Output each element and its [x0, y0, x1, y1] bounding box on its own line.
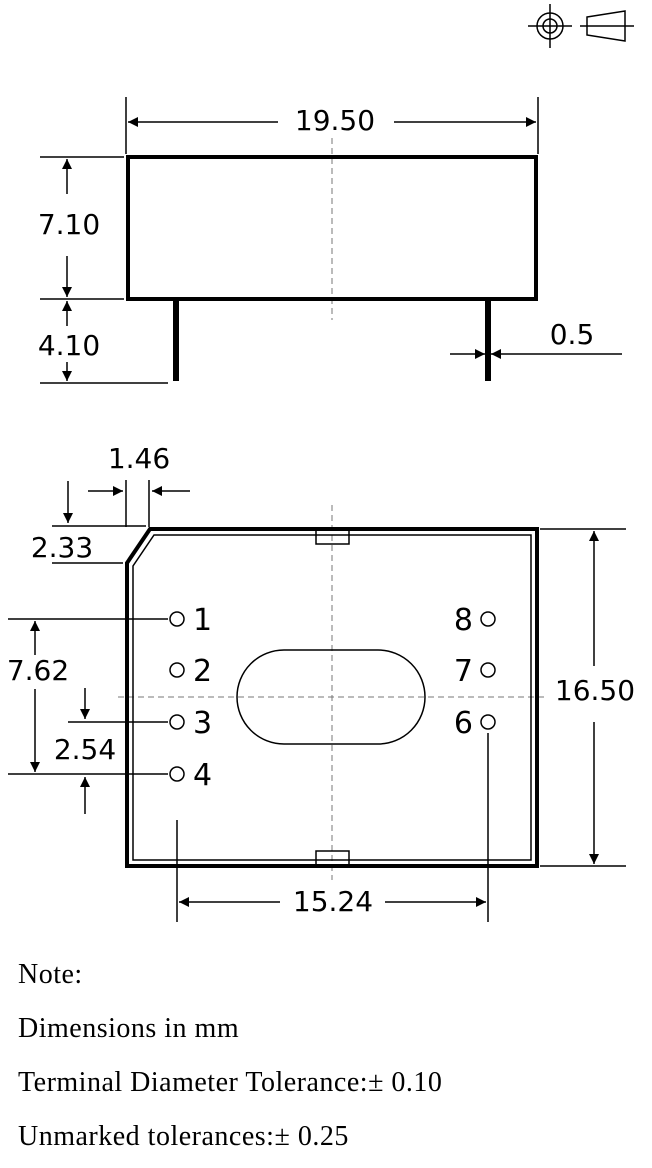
technical-drawing: 19.50 7.10 4.10 0.5 1 2 3 4 — [7, 4, 635, 922]
bottom-view: 1 2 3 4 8 7 6 1.46 2.33 7.62 2.54 — [7, 442, 635, 922]
pin-label-2: 2 — [193, 654, 212, 689]
pin-6 — [480, 714, 496, 730]
pin-7 — [480, 662, 496, 678]
pin-3 — [169, 714, 185, 730]
dim-column-span: 15.24 — [293, 885, 373, 918]
note-dimensions: Dimensions in mm — [18, 1013, 240, 1044]
note-unmarked-tolerance: Unmarked tolerances:± 0.25 — [18, 1121, 349, 1152]
dim-pin-diameter: 0.5 — [550, 318, 595, 351]
dim-corner-y: 2.33 — [31, 531, 93, 564]
dim-row-span: 7.62 — [7, 654, 69, 687]
module-outline-bottom — [125, 527, 539, 868]
pin-label-7: 7 — [454, 654, 473, 689]
dim-pitch: 2.54 — [54, 733, 116, 766]
pin-4 — [169, 766, 185, 782]
dim-height: 7.10 — [38, 208, 100, 241]
pin-label-4: 4 — [193, 758, 212, 793]
pin-8 — [480, 611, 496, 627]
pin-label-8: 8 — [454, 603, 473, 638]
module-body-side — [126, 155, 538, 301]
dim-height-bottom: 16.50 — [555, 674, 635, 707]
dim-pin-length: 4.10 — [38, 329, 100, 362]
pin-1 — [169, 611, 185, 627]
top-notch — [315, 529, 350, 545]
center-window — [236, 649, 426, 745]
notes-block: Note: Dimensions in mm Terminal Diameter… — [18, 952, 442, 1168]
pin-label-6: 6 — [454, 706, 473, 741]
pin-label-3: 3 — [193, 706, 212, 741]
notes-title: Note: — [18, 959, 83, 990]
pin-label-1: 1 — [193, 603, 212, 638]
dim-width: 19.50 — [295, 104, 375, 137]
side-view: 19.50 7.10 4.10 0.5 — [38, 97, 622, 384]
projection-symbol-icon — [528, 4, 634, 48]
bottom-notch — [315, 850, 350, 866]
note-terminal-tolerance: Terminal Diameter Tolerance:± 0.10 — [18, 1067, 443, 1098]
dim-corner-x: 1.46 — [108, 442, 170, 475]
pin-2 — [169, 662, 185, 678]
